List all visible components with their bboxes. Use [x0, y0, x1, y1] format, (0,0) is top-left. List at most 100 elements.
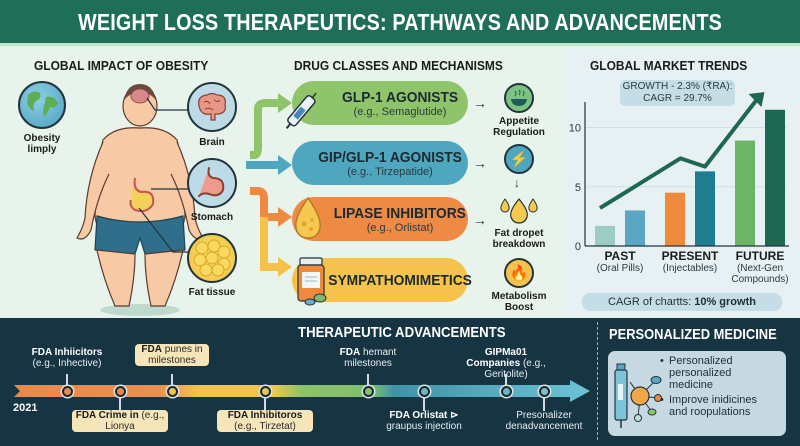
event-title: FDA Inhibitoros [227, 410, 303, 421]
drug-example: (e.g., Orlistat) [366, 221, 434, 234]
timeline-stem [423, 397, 425, 411]
timeline-node[interactable] [61, 385, 73, 397]
event-title: GIPMa01 Companies [466, 347, 528, 369]
droplets-icon [500, 198, 538, 224]
bowl-icon [504, 83, 534, 113]
timeline-node[interactable] [166, 385, 178, 397]
header-banner: WEIGHT LOSS THERAPEUTICS: PATHWAYS AND A… [0, 0, 800, 46]
market-title: GLOBAL MARKET TRENDS [590, 58, 748, 73]
event-title: FDA Crime in [75, 410, 139, 421]
drug-example: (e.g., Tirzepatide) [347, 165, 433, 178]
mechanism-metabolism: 🔥 Metabolism Boost [484, 258, 554, 313]
x-category-label: FUTURE(Next-Gen Compounds) [722, 250, 798, 286]
personalized-title: PERSONALIZED MEDICINE [609, 326, 777, 343]
event-title: FDA [141, 344, 162, 355]
timeline-start-year: 2021 [13, 402, 38, 414]
event-detail: (e.g., Tirzetat) [234, 421, 296, 432]
timeline-event-label: GIPMa01 Companies (e.g., Geritolite) [458, 347, 554, 380]
personalized-bullets: Personalized personalized medicine Impro… [660, 355, 778, 421]
timeline-node[interactable] [500, 385, 512, 397]
timeline-bar [14, 380, 590, 402]
y-tick-label: 0 [575, 241, 581, 253]
drugs-title: DRUG CLASSES AND MECHANISMS [294, 58, 503, 73]
trend-arrowhead [748, 92, 765, 107]
timeline-event-label: FDA hemant milestones [320, 347, 416, 369]
timeline-stem [543, 397, 545, 411]
timeline-stem [119, 397, 121, 411]
timeline-stem [66, 374, 68, 385]
bar-past-2 [625, 210, 645, 246]
timeline-node[interactable] [418, 385, 430, 397]
arrow-sympatho [278, 257, 292, 277]
category-name: PAST [604, 249, 636, 263]
stomach-label: Stomach [190, 212, 234, 223]
bar-future-1 [735, 140, 755, 246]
y-tick-label: 10 [569, 123, 581, 135]
category-sublabel: (Oral Pills) [596, 263, 644, 274]
event-detail: graupus injection [386, 421, 462, 432]
mechanism-energy: ⚡ [484, 144, 554, 177]
arrow-glp1 [278, 93, 292, 113]
flow-arrows [246, 93, 292, 277]
arrow-down-icon: ↓ [514, 176, 520, 190]
cagr-footer: CAGR of chartts: 10% growth [582, 293, 782, 311]
timeline-event-label: FDA punes in milestones [135, 344, 209, 366]
drug-name: LIPASE INHIBITORS [333, 204, 467, 222]
x-category-label: PRESENT(Injectables) [652, 250, 728, 275]
trend-line [598, 98, 759, 210]
globe-icon [18, 81, 66, 129]
mechanism-label: Fat dropet breakdown [492, 228, 546, 250]
bar-present-1 [665, 192, 685, 246]
growth-annotation: GROWTH - 2.3% (₹RA): CAGR = 29.7% [620, 80, 735, 106]
drug-name: GLP-1 AGONISTS [341, 88, 459, 106]
drug-class-glp1: GLP-1 AGONISTS (e.g., Semaglutide) [292, 81, 468, 125]
timeline-node[interactable] [538, 385, 550, 397]
timeline-node[interactable] [259, 385, 271, 397]
timeline-stem [171, 374, 173, 385]
cagr-footer-text: CAGR of chartts: [608, 296, 695, 308]
syringe-molecule-icon [614, 363, 662, 428]
globe-label: Obesity limply [23, 133, 61, 155]
timeline-stem [505, 374, 507, 385]
drug-name: SYMPATHOMIMETICS [328, 271, 472, 289]
arrow-gip [278, 155, 292, 175]
personalized-bullet: Improve inidicines and roopulations [660, 394, 778, 418]
timeline-stem [264, 397, 266, 411]
drug-name: GIP/GLP-1 AGONISTS [318, 148, 462, 166]
cagr-footer-value: 10% growth [694, 296, 756, 308]
impact-title: GLOBAL IMPACT OF OBESITY [34, 58, 209, 73]
timeline-event-label: Presonalizer denadvancement [496, 410, 592, 432]
event-detail: hemant milestones [344, 347, 397, 369]
timeline-event-label: FDA Inhiicitors (e.g., Inhective) [19, 347, 115, 369]
personalized-bullet: Personalized personalized medicine [660, 355, 778, 391]
bar-past-1 [595, 225, 615, 246]
mechanism-label: Metabolism Boost [491, 291, 547, 313]
event-detail: (e.g., Geritolite) [484, 358, 546, 380]
timeline-event-label: FDA Crime in (e.g., Lionya [72, 410, 168, 432]
mechanism-fat-breakdown: Fat dropet breakdown [484, 195, 554, 250]
drug-example: (e.g., Semaglutide) [353, 105, 447, 118]
timeline-title: THERAPEUTIC ADVANCEMENTS [298, 324, 506, 341]
mechanism-appetite: Appetite Regulation [484, 83, 554, 138]
arrow-lipase [278, 207, 292, 227]
event-title: FDA [339, 347, 361, 358]
fat-tissue-label: Fat tissue [188, 287, 236, 298]
event-title: FDA Orlistat ⊳ [389, 410, 459, 421]
timeline-node[interactable] [114, 385, 126, 397]
event-title: FDA Inhiicitors [31, 347, 103, 358]
category-sublabel: (Next-Gen Compounds) [731, 263, 789, 285]
growth-annotation-line2: CAGR = 29.7% [643, 93, 712, 104]
event-detail: punes in milestones [148, 344, 203, 366]
fat-drop-icon [295, 196, 321, 239]
lightning-icon: ⚡ [504, 144, 534, 174]
timeline-stem [367, 374, 369, 385]
x-category-label: PAST(Oral Pills) [582, 249, 658, 275]
arrow-right-icon: → [473, 155, 487, 171]
flame-cycle-icon: 🔥 [504, 258, 534, 288]
timeline-node[interactable] [362, 385, 374, 397]
stomach-icon [187, 158, 237, 208]
bar-present-2 [695, 171, 715, 246]
arrow-right-icon: → [473, 212, 487, 228]
section-divider [597, 322, 598, 440]
